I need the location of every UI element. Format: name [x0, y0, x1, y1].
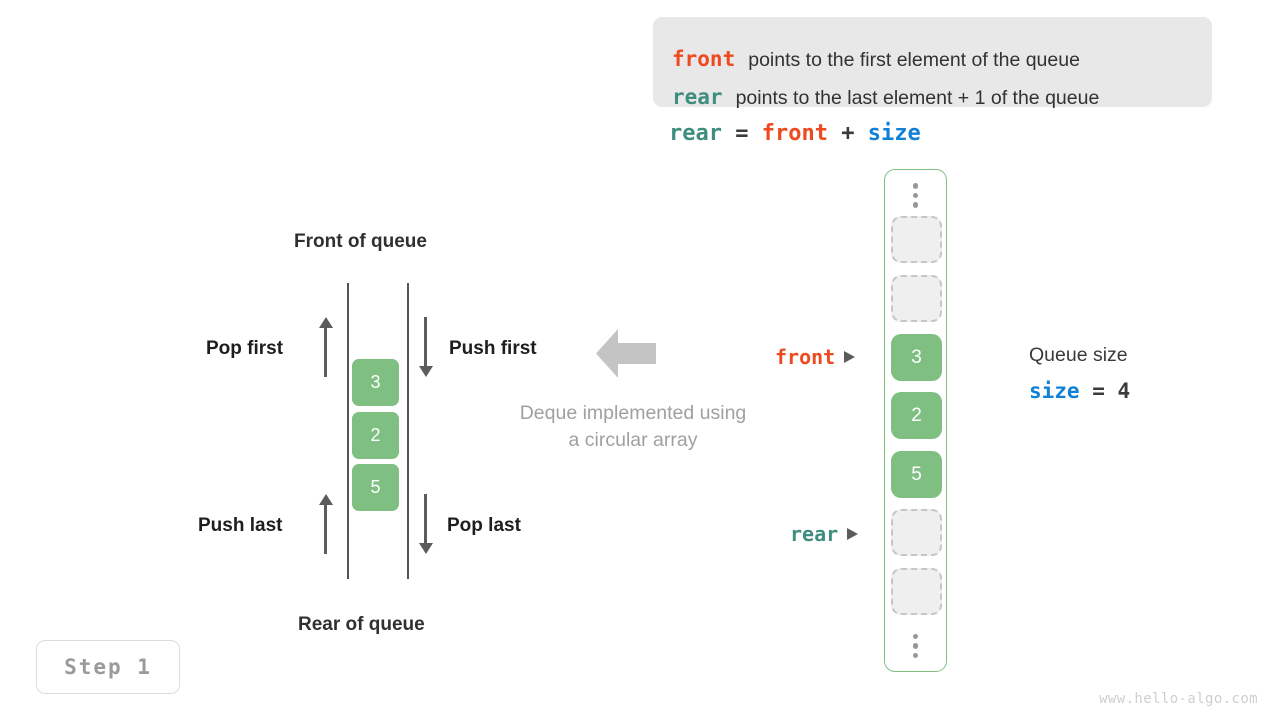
- deque-cell: 5: [352, 464, 399, 511]
- vertical-dots-icon: [885, 633, 946, 658]
- arrow-down-push-first-icon: [419, 317, 433, 377]
- equation-lhs: rear: [669, 121, 722, 146]
- arrow-down-pop-last-icon: [419, 494, 433, 554]
- array-cell-filled: 5: [891, 451, 942, 498]
- vertical-dots-icon: [885, 183, 946, 208]
- arrow-up-pop-first-icon: [319, 317, 333, 377]
- legend-text-front: points to the first element of the queue: [748, 49, 1080, 71]
- circular-array-container: 3 2 5: [884, 169, 947, 672]
- equation-equals: =: [721, 121, 762, 146]
- queue-size-var: size: [1029, 379, 1080, 403]
- queue-size-value: 4: [1117, 379, 1131, 403]
- pop-last-label: Pop last: [447, 515, 521, 536]
- equation-plus: +: [827, 121, 868, 146]
- equation-term-size: size: [867, 121, 921, 146]
- legend-row-rear: rear points to the last element + 1 of t…: [672, 85, 1099, 110]
- deque-guide-line-right: [407, 283, 409, 579]
- queue-size-title: Queue size: [1029, 344, 1128, 366]
- array-cell-empty: [891, 216, 942, 263]
- arrow-right-icon: [844, 351, 856, 363]
- deque-cell: 3: [352, 359, 399, 406]
- queue-size-equation: size = 4: [1029, 379, 1130, 403]
- legend-key-front: front: [672, 47, 736, 71]
- arrow-right-icon: [847, 528, 859, 540]
- equation-term-front: front: [761, 121, 828, 146]
- legend-key-rear: rear: [672, 85, 723, 109]
- deque-cell: 2: [352, 412, 399, 459]
- rear-pointer: rear: [790, 522, 859, 546]
- legend-box: front points to the first element of the…: [653, 17, 1212, 110]
- array-cell-empty: [891, 509, 942, 556]
- legend-text-rear: points to the last element + 1 of the qu…: [735, 87, 1100, 109]
- push-last-label: Push last: [198, 515, 283, 536]
- arrow-up-push-last-icon: [319, 494, 333, 554]
- array-cell-empty: [891, 568, 942, 615]
- front-pointer: front: [775, 345, 856, 369]
- front-of-queue-label: Front of queue: [294, 231, 427, 252]
- push-first-label: Push first: [449, 338, 537, 359]
- deque-guide-line-left: [347, 283, 349, 579]
- rear-equation: rear = front + size: [669, 121, 921, 146]
- watermark: www.hello-algo.com: [1099, 691, 1258, 707]
- step-badge: Step 1: [36, 640, 180, 694]
- left-block-arrow-icon: [596, 329, 656, 378]
- legend-row-front: front points to the first element of the…: [672, 47, 1080, 72]
- queue-size-equals: =: [1079, 379, 1118, 403]
- front-pointer-label: front: [775, 345, 836, 369]
- pop-first-label: Pop first: [206, 338, 284, 359]
- rear-pointer-label: rear: [790, 522, 839, 546]
- rear-of-queue-label: Rear of queue: [298, 614, 425, 635]
- array-cell-filled: 2: [891, 392, 942, 439]
- array-cell-filled: 3: [891, 334, 942, 381]
- array-cell-empty: [891, 275, 942, 322]
- deque-caption: Deque implemented using a circular array: [519, 402, 747, 451]
